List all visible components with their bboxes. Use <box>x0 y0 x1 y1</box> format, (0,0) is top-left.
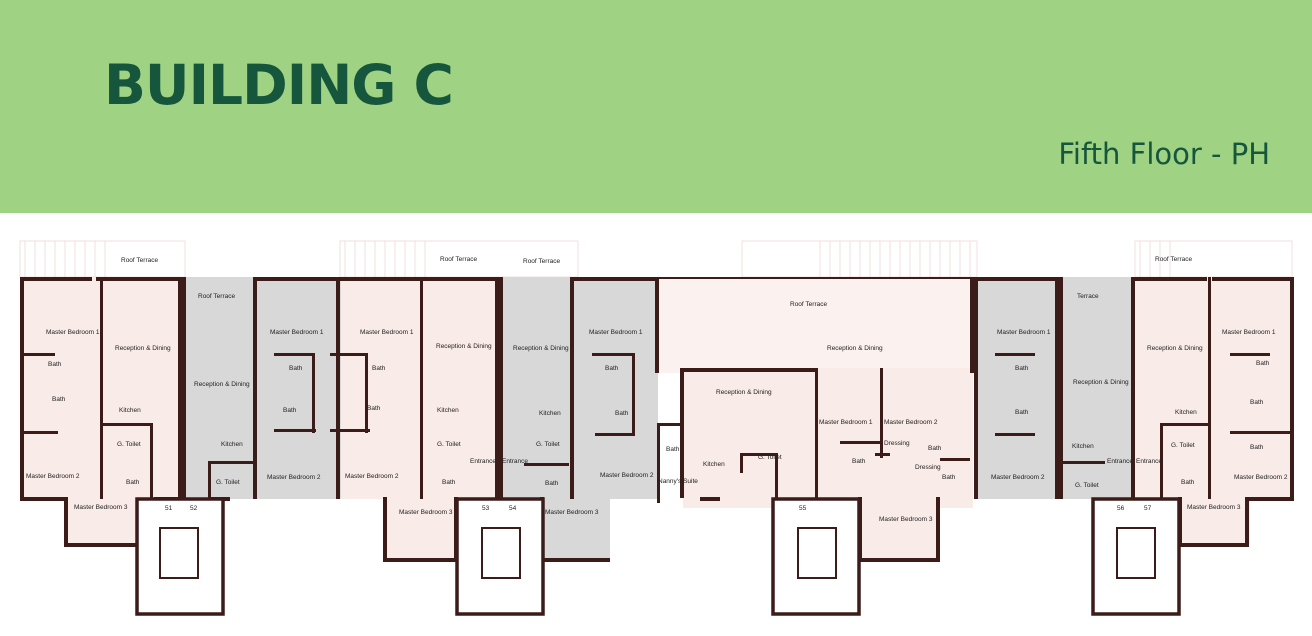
room-label: Nanny's Suite <box>658 478 698 485</box>
room-label: Bath <box>372 365 386 372</box>
room-label: Reception & Dining <box>1147 345 1203 352</box>
room-label: Kitchen <box>539 410 561 417</box>
room-label: Entrance <box>1136 458 1162 465</box>
room-label: Entrance <box>502 458 528 465</box>
room-label: Kitchen <box>437 407 459 414</box>
unit-number: 53 <box>482 505 490 512</box>
room-label: Master Bedroom 3 <box>879 516 933 523</box>
room-label: Master Bedroom 2 <box>345 473 399 480</box>
room-label: Entrance <box>1107 458 1133 465</box>
room-label: Bath <box>1256 360 1270 367</box>
room-label: G. Toilet <box>216 479 240 486</box>
room-label: Reception & Dining <box>194 381 250 388</box>
floor-plan: Roof Terrace Roof Terrace Roof Terrace R… <box>19 240 1294 616</box>
room-label: Master Bedroom 3 <box>74 504 128 511</box>
room-label: Roof Terrace <box>1155 256 1192 263</box>
room-label: Bath <box>289 365 303 372</box>
room-label: Bath <box>283 407 297 414</box>
room-label: Reception & Dining <box>1073 379 1129 386</box>
room-label: Bath <box>367 405 381 412</box>
stair-cores <box>135 497 1181 616</box>
room-label: G. Toilet <box>437 441 461 448</box>
room-label: Bath <box>52 396 66 403</box>
unit-number: 55 <box>799 505 807 512</box>
unit-number: 52 <box>190 505 198 512</box>
room-label: Master Bedroom 1 <box>589 329 643 336</box>
room-label: G. Toilet <box>758 454 782 461</box>
room-label: Bath <box>928 445 942 452</box>
room-label: Bath <box>1250 444 1264 451</box>
room-label: Master Bedroom 1 <box>1222 329 1276 336</box>
room-label: G. Toilet <box>1171 442 1195 449</box>
header-banner: BUILDING C Fifth Floor - PH <box>0 0 1312 213</box>
room-label: Roof Terrace <box>121 257 158 264</box>
room-label: G. Toilet <box>117 441 141 448</box>
room-label: Roof Terrace <box>790 301 827 308</box>
room-label: Kitchen <box>221 441 243 448</box>
room-label: Terrace <box>1077 293 1099 300</box>
room-label: Kitchen <box>1175 409 1197 416</box>
room-label: Bath <box>1015 365 1029 372</box>
unit-number-labels: 51 52 53 54 55 56 57 <box>165 505 1152 512</box>
room-label: Bath <box>615 410 629 417</box>
unit-number: 56 <box>1117 505 1125 512</box>
room-label: Bath <box>852 458 866 465</box>
room-label: Roof Terrace <box>440 256 477 263</box>
room-label: Kitchen <box>703 461 725 468</box>
unit-number: 57 <box>1144 505 1152 512</box>
room-label: Reception & Dining <box>115 345 171 352</box>
room-label: Bath <box>442 479 456 486</box>
room-label: Reception & Dining <box>716 389 772 396</box>
room-label: Master Bedroom 2 <box>991 474 1045 481</box>
room-label: Master Bedroom 2 <box>884 419 938 426</box>
room-label: Reception & Dining <box>436 343 492 350</box>
room-label: Reception & Dining <box>513 345 569 352</box>
unit-number: 51 <box>165 505 173 512</box>
room-label: Kitchen <box>1072 443 1094 450</box>
room-label: Reception & Dining <box>827 345 883 352</box>
room-label: Master Bedroom 2 <box>267 474 321 481</box>
room-label: Bath <box>605 365 619 372</box>
room-label: Bath <box>126 479 140 486</box>
room-label: Master Bedroom 1 <box>46 329 100 336</box>
room-label: Dressing <box>884 440 910 447</box>
room-label: Bath <box>942 474 956 481</box>
room-label: G. Toilet <box>1075 482 1099 489</box>
room-label: Bath <box>1015 409 1029 416</box>
terrace-railings <box>19 240 1293 278</box>
floor-subtitle: Fifth Floor - PH <box>1058 137 1270 171</box>
room-labels: Roof Terrace Roof Terrace Roof Terrace R… <box>26 256 1288 523</box>
room-label: Entrance <box>470 458 496 465</box>
room-label: Bath <box>1250 399 1264 406</box>
room-label: Master Bedroom 2 <box>600 472 654 479</box>
room-label: Roof Terrace <box>198 293 235 300</box>
room-label: Master Bedroom 3 <box>545 509 599 516</box>
room-label: Bath <box>48 361 62 368</box>
room-label: G. Toilet <box>536 441 560 448</box>
room-label: Kitchen <box>119 407 141 414</box>
room-label: Master Bedroom 1 <box>270 329 324 336</box>
room-label: Master Bedroom 1 <box>997 329 1051 336</box>
walls <box>20 277 1294 562</box>
room-label: Master Bedroom 3 <box>399 509 453 516</box>
room-label: Bath <box>666 446 680 453</box>
room-label: Master Bedroom 1 <box>819 419 873 426</box>
room-label: Bath <box>1181 479 1195 486</box>
room-label: Master Bedroom 2 <box>26 473 80 480</box>
room-label: Bath <box>545 480 559 487</box>
unit-number: 54 <box>509 505 517 512</box>
room-label: Master Bedroom 3 <box>1187 504 1241 511</box>
room-label: Master Bedroom 2 <box>1234 474 1288 481</box>
room-label: Master Bedroom 1 <box>360 329 414 336</box>
room-label: Dressing <box>915 464 941 471</box>
building-title: BUILDING C <box>104 53 454 117</box>
room-label: Roof Terrace <box>523 258 560 265</box>
